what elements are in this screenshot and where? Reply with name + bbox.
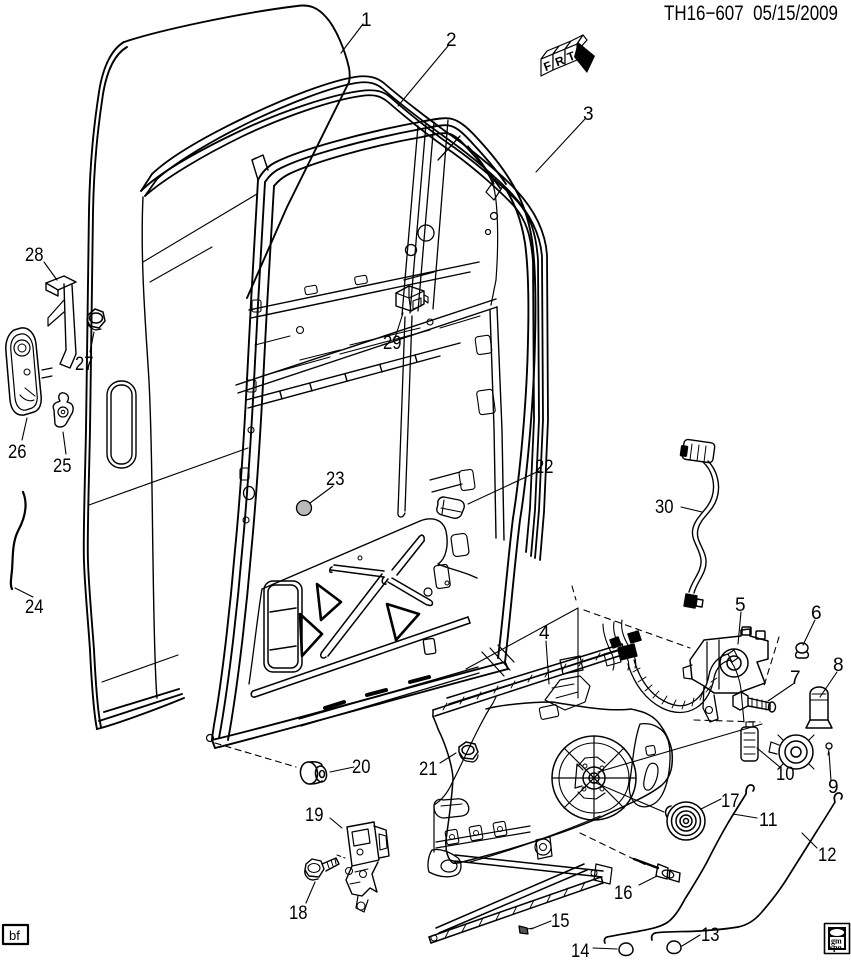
svg-text:5: 5 bbox=[735, 595, 746, 616]
svg-text:27: 27 bbox=[75, 354, 94, 375]
svg-text:15: 15 bbox=[551, 911, 570, 932]
svg-text:gm: gm bbox=[831, 937, 842, 946]
svg-text:6: 6 bbox=[811, 603, 822, 624]
svg-text:9: 9 bbox=[828, 777, 839, 798]
svg-text:F: F bbox=[542, 58, 554, 74]
svg-text:20: 20 bbox=[352, 757, 371, 778]
svg-text:bf: bf bbox=[9, 928, 20, 943]
svg-text:23: 23 bbox=[326, 469, 345, 490]
svg-text:24: 24 bbox=[25, 597, 44, 618]
svg-text:21: 21 bbox=[419, 759, 438, 780]
svg-text:1: 1 bbox=[361, 10, 372, 31]
svg-text:spo: spo bbox=[830, 943, 842, 952]
svg-text:26: 26 bbox=[8, 442, 27, 463]
svg-text:16: 16 bbox=[614, 883, 633, 904]
svg-text:4: 4 bbox=[539, 623, 550, 644]
svg-text:TH16−607 05/15/2009: TH16−607 05/15/2009 bbox=[664, 2, 838, 25]
svg-text:7: 7 bbox=[790, 668, 801, 689]
svg-text:3: 3 bbox=[583, 104, 594, 125]
svg-text:18: 18 bbox=[289, 903, 308, 924]
svg-text:25: 25 bbox=[53, 456, 72, 477]
svg-text:29: 29 bbox=[383, 333, 402, 354]
svg-text:12: 12 bbox=[818, 845, 837, 866]
svg-text:14: 14 bbox=[571, 941, 590, 960]
svg-text:17: 17 bbox=[721, 791, 740, 812]
svg-text:2: 2 bbox=[446, 30, 457, 51]
svg-text:28: 28 bbox=[25, 245, 44, 266]
svg-text:30: 30 bbox=[655, 497, 674, 518]
svg-text:10: 10 bbox=[776, 764, 795, 785]
svg-text:22: 22 bbox=[535, 457, 554, 478]
svg-text:11: 11 bbox=[759, 810, 778, 831]
svg-text:13: 13 bbox=[701, 925, 720, 946]
svg-text:19: 19 bbox=[305, 805, 324, 826]
svg-text:8: 8 bbox=[833, 655, 844, 676]
